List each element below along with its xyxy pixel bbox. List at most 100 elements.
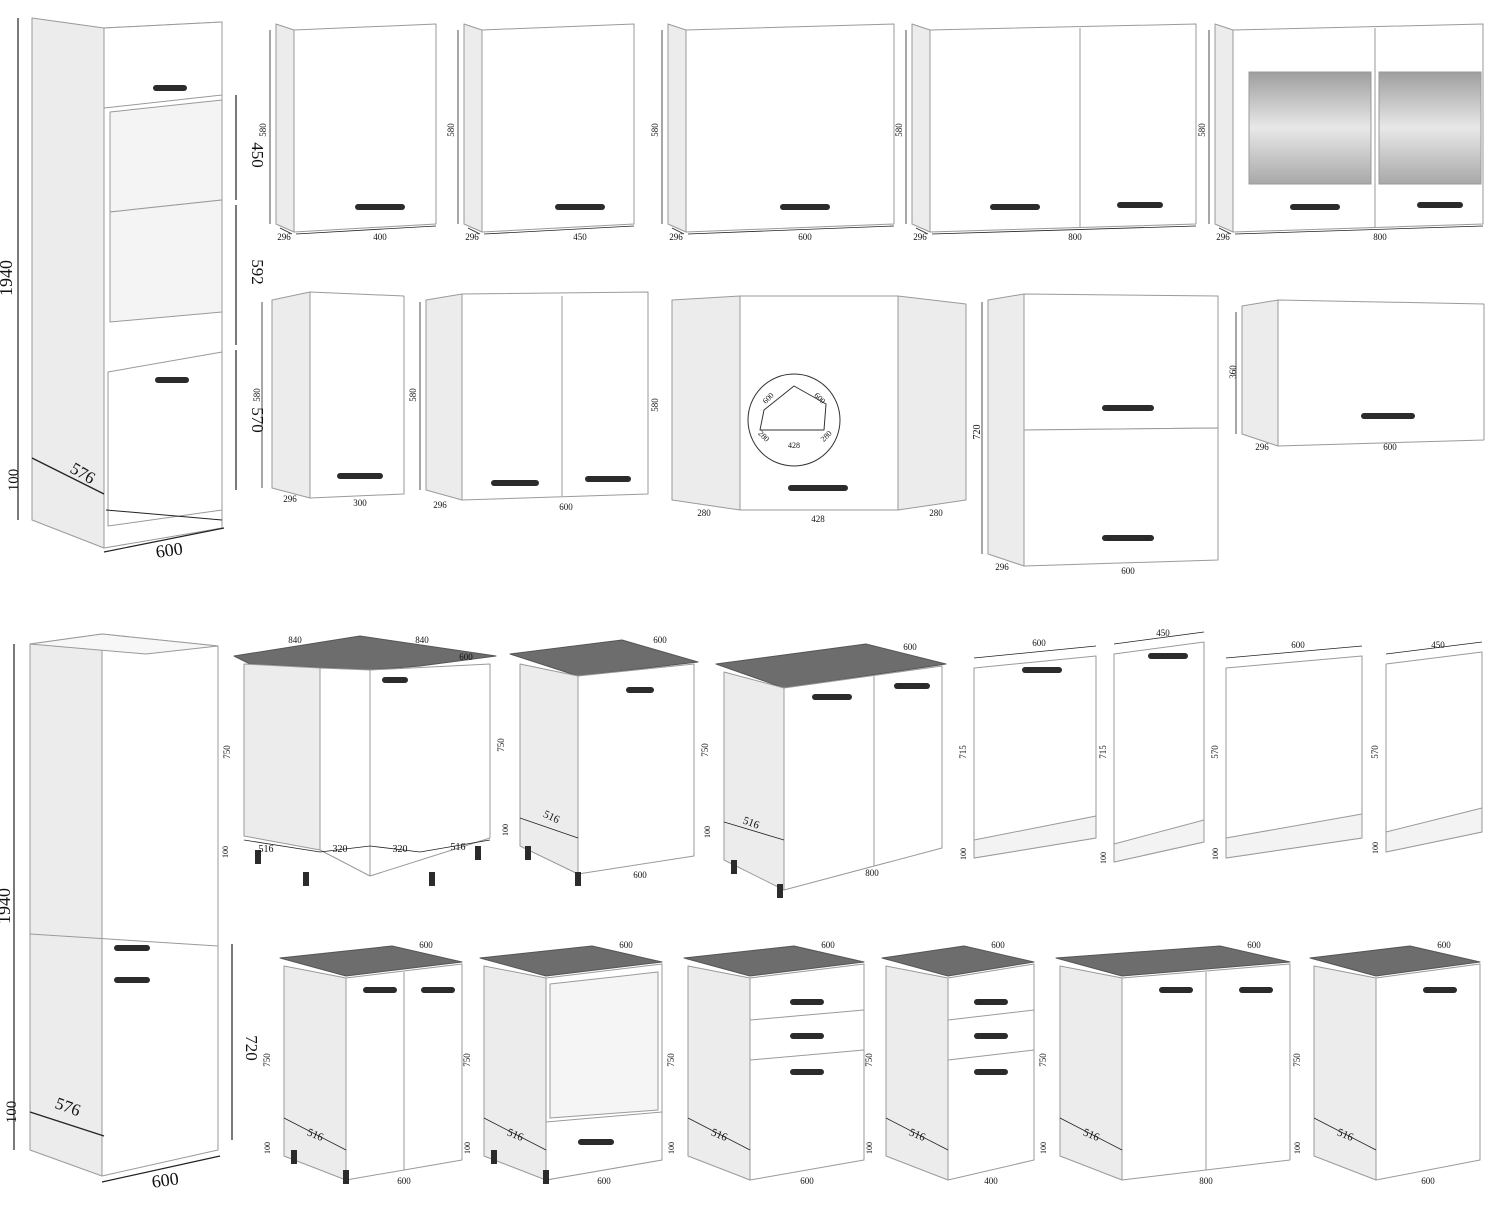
base-drawer-cabinet-600-side-panel <box>687 965 751 1181</box>
wall-cabinet-800-double-depth-label: 296 <box>913 232 927 242</box>
base-cabinet-800-double-door-side-panel <box>1059 965 1123 1181</box>
wall-corner-cabinet-height-label: 580 <box>650 398 660 412</box>
wall-cabinet-300-side-panel <box>271 291 311 499</box>
base-cabinet-800-double-depth-label: 516 <box>741 815 761 832</box>
base-cabinet-800-double-depth-line <box>723 821 785 841</box>
base-cabinet-800-double-countertop <box>715 643 947 689</box>
base-oven-cabinet-countertop <box>479 945 663 977</box>
leg-icon <box>291 1150 297 1164</box>
wall-cabinet-400-width-label: 400 <box>373 232 387 242</box>
wall-cabinet-800-glass-depth-line <box>1218 227 1232 235</box>
base-drawer-cabinet-400-depth-line <box>885 1117 949 1151</box>
base-oven-cabinet-depth-label: 516 <box>505 1127 525 1144</box>
leg-icon <box>255 850 261 864</box>
base-cabinet-600-single-depth-line <box>519 817 579 839</box>
wall-cabinet-300-width-label: 300 <box>353 498 367 508</box>
handle-icon <box>1022 667 1062 673</box>
tall1-top-door <box>103 21 223 109</box>
tall2-height-label: 1940 <box>0 888 14 924</box>
handle-icon <box>421 987 455 993</box>
end-panel-600-plinth-label: 100 <box>1211 848 1220 860</box>
wall-cabinet-360-flap-width-label: 600 <box>1383 442 1397 452</box>
tall1-depth-line <box>31 457 105 495</box>
wall-corner-cabinet-side-right-label: 280 <box>929 508 943 518</box>
wall-cabinet-450-width-label: 450 <box>573 232 587 242</box>
wall-corner-cabinet-plan-e: 428 <box>788 441 800 450</box>
handle-icon <box>974 999 1008 1005</box>
base-cabinet-600-single-door-depth-label: 516 <box>1335 1127 1355 1144</box>
cabinet-drawings <box>13 17 1485 1184</box>
end-panel-600-width-label: 600 <box>1291 640 1305 650</box>
base-oven-cabinet-width-label: 600 <box>597 1176 611 1186</box>
leg-icon <box>731 860 737 874</box>
wall-cabinet-720-flap-lower-flap <box>1023 427 1219 567</box>
wall-cabinet-600-depth-label: 296 <box>669 232 683 242</box>
wall-cabinet-800-double-depth-line <box>915 227 929 235</box>
leg-icon <box>429 872 435 886</box>
end-panel-600-width-line <box>1225 645 1363 659</box>
tall1-lower-door <box>107 351 223 527</box>
wall-cabinet-360-flap-height-label: 360 <box>1228 365 1238 379</box>
tall2-side-panel <box>29 633 103 1177</box>
handle-icon <box>990 204 1040 210</box>
base-cabinet-600-single-front <box>577 663 695 875</box>
tall2-width-line <box>101 1155 221 1183</box>
handle-icon <box>974 1033 1008 1039</box>
handle-icon <box>363 987 397 993</box>
base-drawer-cabinet-600-drawer-split-1 <box>749 1009 865 1021</box>
leg-icon <box>303 872 309 886</box>
base-cabinet-600-single-door-front <box>1375 963 1481 1181</box>
handle-icon <box>114 945 150 951</box>
base-cabinet-600-double-door-side-panel <box>283 965 347 1181</box>
handle-icon <box>585 476 631 482</box>
wall-cabinet-600-double-depth-label: 296 <box>433 500 447 510</box>
base-drawer-cabinet-600-depth-line <box>687 1117 751 1151</box>
base-oven-cabinet-height-label: 750 <box>462 1053 472 1067</box>
wall-cabinet-720-flap-side-panel <box>987 293 1025 567</box>
base-drawer-cabinet-600-countertop <box>683 945 865 977</box>
base-corner-cabinet-right-door <box>369 663 491 877</box>
tall2-top <box>29 633 219 655</box>
tall1-niche-middle <box>109 199 223 323</box>
base-drawer-cabinet-600-depth-label: 516 <box>709 1127 729 1144</box>
wall-cabinet-400-front <box>293 23 437 233</box>
wall-cabinet-600-front <box>685 23 895 233</box>
base-cabinet-600-single-door-countertop <box>1309 945 1481 977</box>
base-oven-cabinet-side-panel <box>483 965 547 1181</box>
base-corner-cabinet-width-left-label: 840 <box>288 635 302 645</box>
handle-icon <box>788 485 848 491</box>
wall-cabinet-720-flap-depth-label: 296 <box>995 562 1009 572</box>
base-cabinet-600-single-door-width-label: 600 <box>1421 1176 1435 1186</box>
wall-cabinet-400-depth-line <box>279 227 293 235</box>
wall-cabinet-720-flap-height-label: 720 <box>972 425 983 440</box>
base-cabinet-600-double-door-countertop <box>279 945 463 977</box>
base-corner-cabinet-countertop <box>233 635 497 671</box>
base-drawer-cabinet-400-width-label: 400 <box>984 1176 998 1186</box>
handle-icon <box>1159 987 1193 993</box>
base-oven-cabinet-oven-niche <box>549 971 659 1119</box>
leg-icon <box>491 1150 497 1164</box>
tall1-niche-upper <box>109 99 223 213</box>
tall1-door-label: 570 <box>248 407 267 433</box>
base-cabinet-600-single-door-top-label: 600 <box>1437 940 1451 950</box>
leg-icon <box>343 1170 349 1184</box>
dishwasher-panel-600-width-line <box>973 645 1097 659</box>
base-oven-cabinet-top-label: 600 <box>619 940 633 950</box>
handle-icon <box>812 694 852 700</box>
handle-icon <box>1290 204 1340 210</box>
wall-cabinet-800-glass-depth-label: 296 <box>1216 232 1230 242</box>
wall-cabinet-800-glass-glass-right <box>1378 71 1482 185</box>
handle-icon <box>1239 987 1273 993</box>
base-cabinet-800-double-side-panel <box>723 671 785 891</box>
base-drawer-cabinet-600-top-label: 600 <box>821 940 835 950</box>
base-cabinet-600-double-door-height-label: 750 <box>262 1053 272 1067</box>
base-cabinet-800-double-door-plinth-label: 100 <box>1039 1142 1048 1154</box>
wall-cabinet-600-double-width-label: 600 <box>559 502 573 512</box>
base-corner-cabinet-plinth-label: 100 <box>221 846 230 858</box>
handle-icon <box>578 1139 614 1145</box>
handle-icon <box>780 204 830 210</box>
wall-cabinet-450-front <box>481 23 635 233</box>
end-panel-600-height-label: 570 <box>1210 745 1220 759</box>
wall-cabinet-800-double-front <box>929 23 1197 233</box>
